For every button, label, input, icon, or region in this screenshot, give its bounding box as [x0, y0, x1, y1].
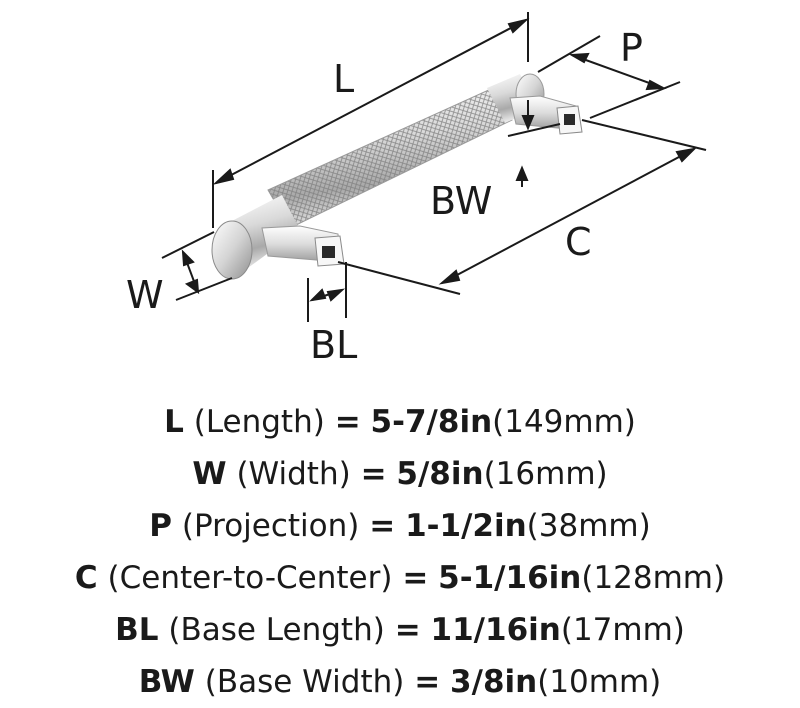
label-BL: BL: [310, 323, 357, 367]
label-W: W: [126, 273, 164, 317]
mounting-post-left: [261, 225, 345, 267]
spec-center-to-center: C (Center-to-Center) = 5-1/16in(128mm): [74, 560, 726, 596]
label-C: C: [565, 220, 592, 264]
label-L: L: [333, 57, 354, 101]
screw-hole-right: [564, 114, 575, 125]
spec-length: L (Length) = 5-7/8in(149mm): [164, 404, 636, 440]
screw-hole-left: [322, 246, 335, 258]
spec-projection: P (Projection) = 1-1/2in(38mm): [149, 508, 651, 544]
label-BW: BW: [430, 179, 492, 223]
dimension-lines: [161, 12, 707, 322]
dimension-specs-list: L (Length) = 5-7/8in(149mm) W (Width) = …: [0, 396, 800, 708]
end-cap-left: [211, 220, 253, 280]
spec-base-length: BL (Base Length) = 11/16in(17mm): [115, 612, 685, 648]
spec-base-width: BW (Base Width) = 3/8in(10mm): [138, 664, 662, 700]
spec-width: W (Width) = 5/8in(16mm): [192, 456, 608, 492]
mounting-post-right: [509, 95, 583, 135]
pull-handle-diagram: L P BW C W BL: [126, 12, 707, 367]
label-P: P: [620, 26, 643, 70]
